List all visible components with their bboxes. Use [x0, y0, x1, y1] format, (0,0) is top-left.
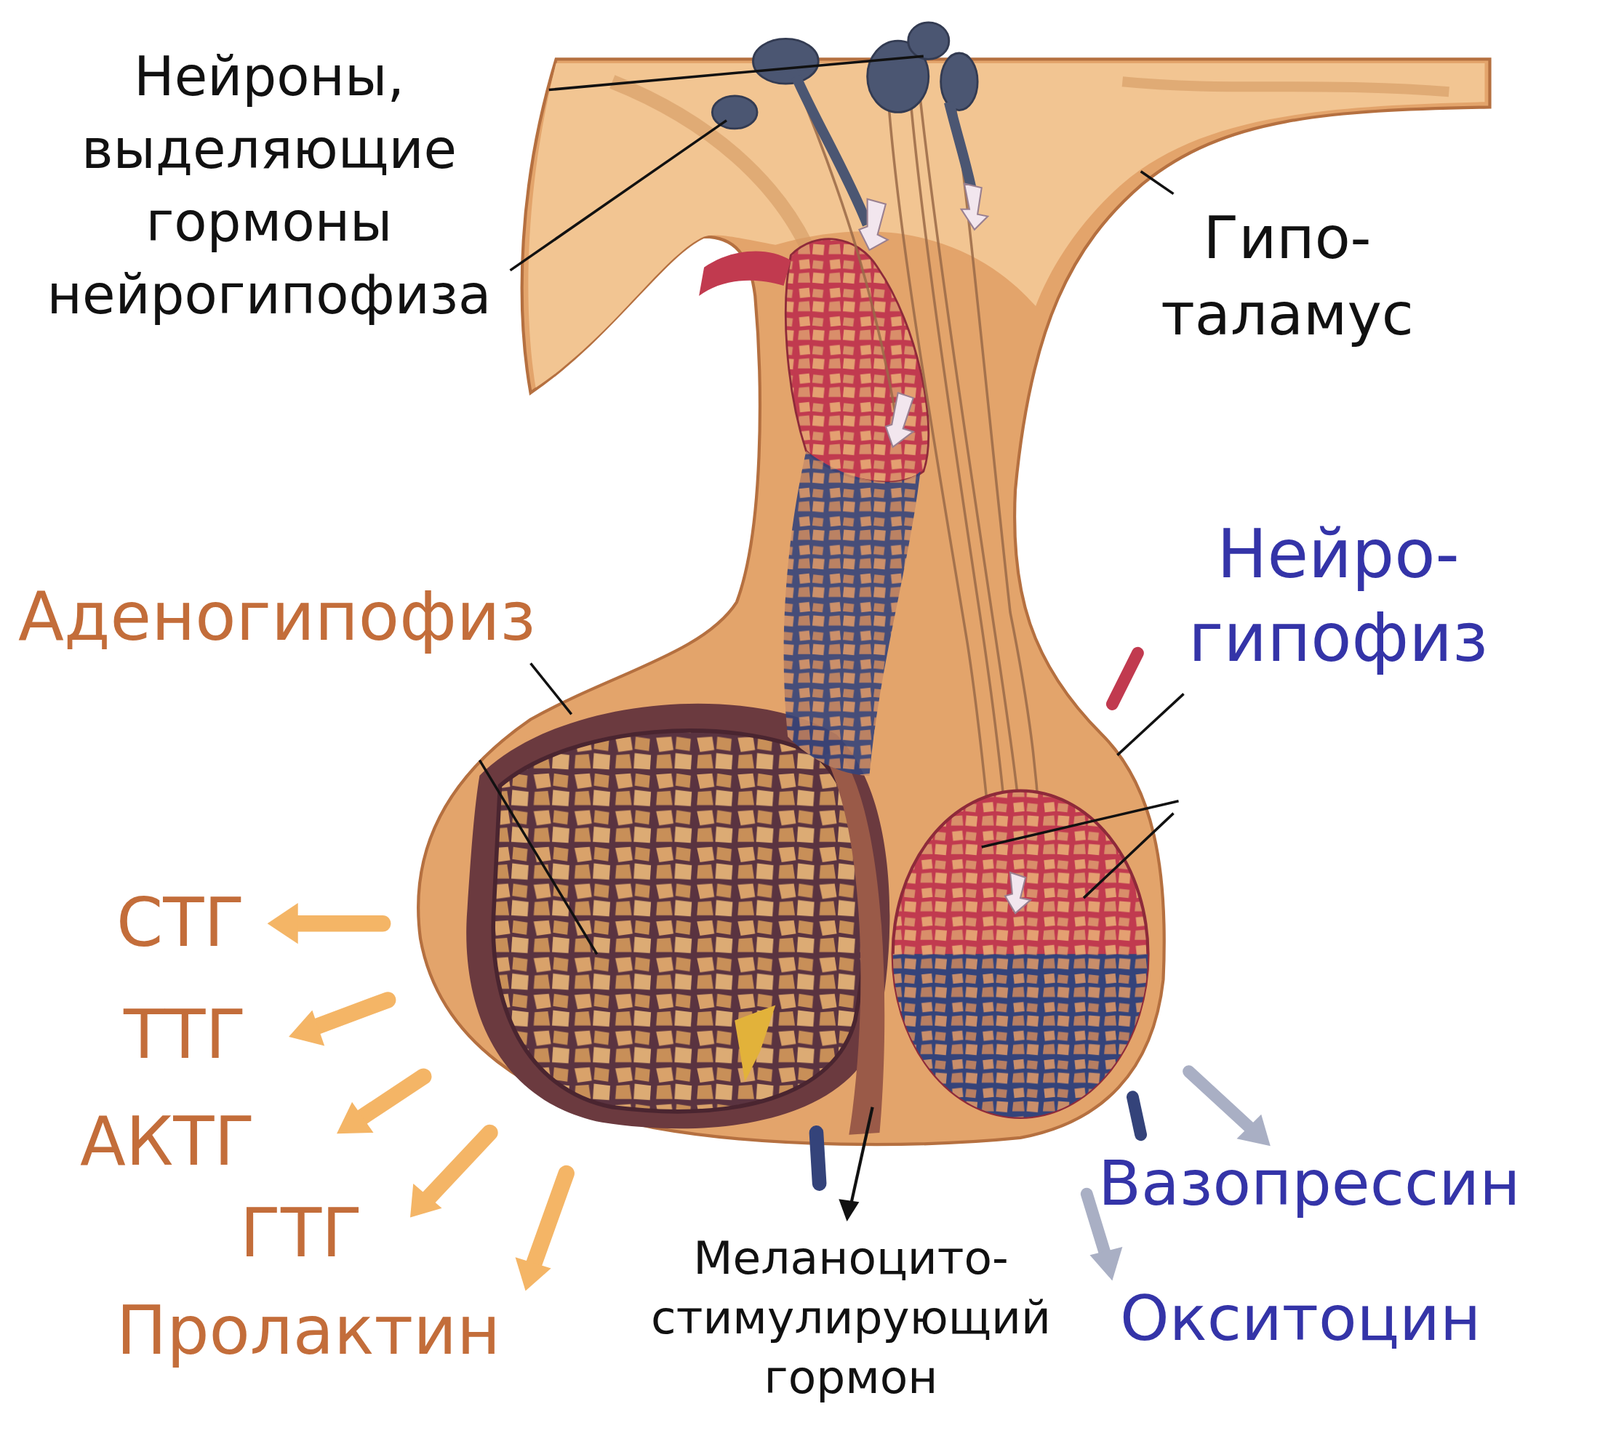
nerve-fibers [795, 61, 1041, 878]
pars-intermedia [824, 750, 886, 1136]
neuron-label-box: Нейроны, выделяющие гормоны нейрогипофиз… [14, 40, 524, 331]
hormone-label: ТТГ [123, 996, 247, 1075]
illustration-shape [712, 96, 758, 129]
hormone-label: Пролактин [116, 1292, 501, 1371]
illustration-shape [949, 61, 1041, 878]
illustration-shape [336, 1102, 374, 1135]
illustration-shape [530, 663, 572, 715]
illustration-shape [532, 1173, 566, 1268]
leader-lines [479, 56, 1184, 955]
illustration-shape [816, 1133, 819, 1184]
adenohypophysis-label-box: Аденогипофиз [18, 577, 536, 658]
hormone-label-box: СТГ [116, 883, 246, 964]
adenohypophysis [466, 704, 890, 1130]
illustration-shape [918, 81, 1026, 878]
illustration-shape [1083, 813, 1174, 899]
msh-label-box: Меланоцито- стимулирующий гормон [625, 1229, 1077, 1408]
illustration-shape [311, 1000, 388, 1029]
illustration-shape [850, 1107, 872, 1205]
illustration-shape [784, 450, 921, 776]
illustration-shape [267, 903, 299, 944]
illustration-shape [888, 91, 995, 878]
illustration-shape [858, 199, 888, 251]
msh-label: Меланоцито- стимулирующий гормон [650, 1232, 1051, 1405]
illustration-shape [908, 22, 950, 60]
neurohypophysis [816, 653, 1148, 1184]
illustration-shape [824, 750, 886, 1136]
flow-arrows [858, 184, 1031, 915]
illustration-shape [528, 63, 1485, 388]
hormone-label: АКТГ [80, 1103, 256, 1182]
hypothalamus-label: Гипо- таламус [1160, 204, 1414, 349]
illustration-shape [961, 184, 988, 230]
illustration-shape [698, 250, 791, 296]
illustration-shape [549, 56, 924, 90]
illustration-shape [1122, 81, 1449, 92]
neurohypophysis-label: Нейро- гипофиз [1188, 515, 1488, 678]
hormone-label-box: ГТГ [240, 1194, 363, 1275]
illustration-shape [795, 76, 867, 225]
illustration-shape [1132, 1097, 1141, 1136]
msh-arrow [838, 1107, 872, 1222]
hormone-label: СТГ [116, 884, 246, 963]
illustration-shape [466, 704, 890, 1130]
illustration-shape [893, 791, 1149, 1118]
illustration-shape [981, 801, 1179, 848]
hormone-label: Окситоцин [1120, 1282, 1481, 1355]
hormone-label-box: Окситоцин [1120, 1278, 1481, 1359]
adenohypophysis-label: Аденогипофиз [18, 578, 536, 656]
hypothalamus-label-box: Гипо- таламус [1127, 200, 1448, 353]
hormone-label-box: Пролактин [116, 1291, 501, 1372]
portal-system [698, 239, 929, 776]
illustration-shape [1117, 693, 1184, 755]
hormone-label-box: АКТГ [80, 1102, 256, 1183]
illustration-shape [1141, 171, 1174, 195]
illustration-shape [410, 1184, 442, 1218]
illustration-shape [785, 239, 928, 483]
illustration-shape [1189, 1072, 1254, 1131]
illustration-shape [510, 120, 727, 271]
hormone-label-box: ТТГ [123, 995, 247, 1076]
illustration-shape [1237, 1114, 1271, 1147]
illustration-shape [941, 53, 979, 111]
illustration-shape [734, 1005, 776, 1082]
illustration-shape [752, 38, 819, 84]
gland-body [418, 58, 1490, 1145]
illustration-shape [795, 81, 898, 429]
illustration-shape [357, 1077, 424, 1121]
hormone-label: ГТГ [240, 1194, 363, 1273]
illustration-shape [418, 58, 1490, 1145]
illustration-shape [515, 1257, 552, 1291]
illustration-shape [893, 954, 1149, 1118]
neurons [712, 22, 978, 225]
illustration-shape [1112, 653, 1138, 704]
illustration-shape [426, 1133, 490, 1201]
hormone-label-box: Вазопрессин [1098, 1143, 1520, 1224]
hormone-label: Вазопрессин [1098, 1146, 1520, 1220]
illustration-shape [1089, 1247, 1123, 1281]
illustration-shape [479, 760, 597, 955]
illustration-shape [290, 915, 383, 932]
illustration-shape [493, 730, 866, 1112]
illustration-shape [612, 81, 807, 246]
neuron-label: Нейроны, выделяющие гормоны нейрогипофиз… [47, 45, 492, 326]
neurohypophysis-label-box: Нейро- гипофиз [1163, 512, 1513, 680]
illustration-shape [1005, 872, 1031, 914]
illustration-shape [288, 1010, 325, 1046]
illustration-shape [838, 1199, 859, 1222]
illustration-shape [885, 392, 914, 447]
